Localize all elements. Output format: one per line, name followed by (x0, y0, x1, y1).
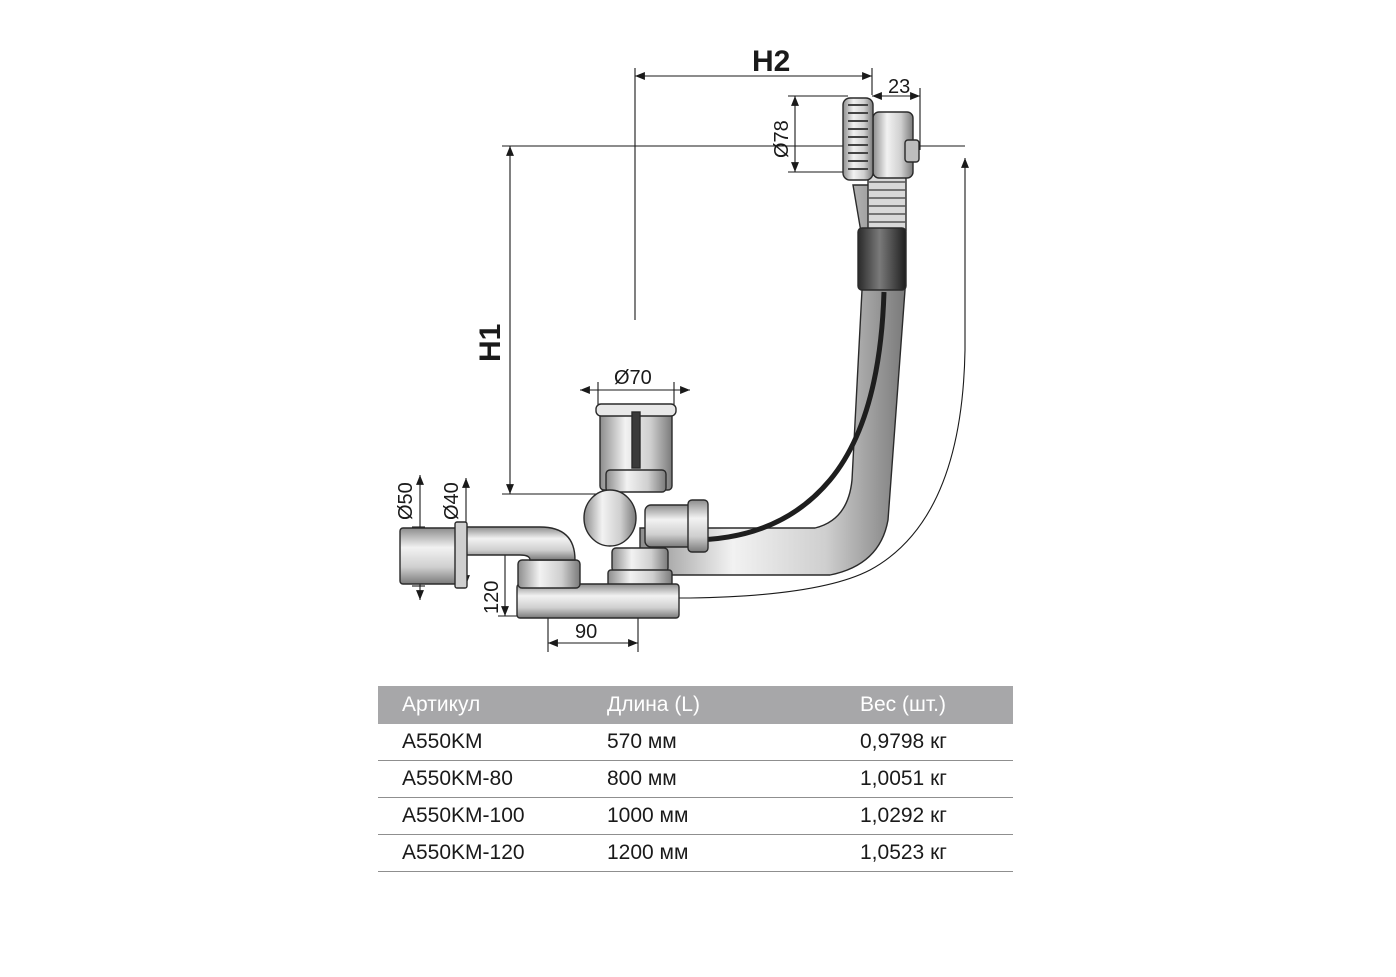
cell-weight: 1,0051 кг (860, 760, 1013, 798)
waste-plug-stem (631, 411, 641, 469)
trap-nut-left (517, 559, 581, 589)
cell-article: A550KM-120 (378, 834, 607, 872)
overflow-rosette (842, 97, 874, 181)
dim-d70-label: Ø70 (614, 367, 652, 389)
bowden-cable (689, 291, 887, 543)
cell-article: A550KM-100 (378, 797, 607, 835)
cell-article: A550KM (378, 724, 607, 761)
table-row: A550KM-120 1200 мм 1,0523 кг (378, 834, 1013, 872)
outlet-elbow (459, 526, 576, 561)
hose-coupling (857, 227, 907, 291)
outlet-pipe (399, 527, 463, 585)
cell-length: 570 мм (607, 724, 860, 761)
header-length: Длина (L) (607, 686, 860, 724)
cell-weight: 0,9798 кг (860, 724, 1013, 761)
trap-nut-right (611, 547, 669, 573)
cell-length: 1200 мм (607, 834, 860, 872)
bath-drain-diagram: H2 23 Ø78 H1 L Ø70 Ø50 Ø40 120 90 (395, 45, 969, 652)
dim-90-label: 90 (575, 621, 597, 643)
drain-assembly (399, 97, 920, 619)
dim-d78-label: Ø78 (771, 120, 793, 158)
table-row: A550KM-80 800 мм 1,0051 кг (378, 760, 1013, 798)
cell-weight: 1,0292 кг (860, 797, 1013, 835)
dim-h1-label: H1 (474, 324, 507, 362)
dim-23-label: 23 (888, 76, 910, 98)
spec-table: Артикул Длина (L) Вес (шт.) A550KM 570 м… (378, 686, 1013, 872)
dim-d40-label: Ø40 (441, 482, 463, 520)
cell-length: 1000 мм (607, 797, 860, 835)
dim-d50-label: Ø50 (395, 482, 417, 520)
cell-article: A550KM-80 (378, 760, 607, 798)
dim-h2-label: H2 (752, 45, 790, 78)
corrugated-hose (867, 174, 907, 236)
header-article: Артикул (378, 686, 607, 724)
trap-base (516, 583, 680, 619)
table-row: A550KM-100 1000 мм 1,0292 кг (378, 797, 1013, 835)
dim-120-label: 120 (481, 581, 503, 614)
cell-weight: 1,0523 кг (860, 834, 1013, 872)
table-header-row: Артикул Длина (L) Вес (шт.) (378, 686, 1013, 724)
header-weight: Вес (шт.) (860, 686, 1013, 724)
table-row: A550KM 570 мм 0,9798 кг (378, 724, 1013, 761)
drain-bowl (583, 489, 637, 547)
cell-length: 800 мм (607, 760, 860, 798)
